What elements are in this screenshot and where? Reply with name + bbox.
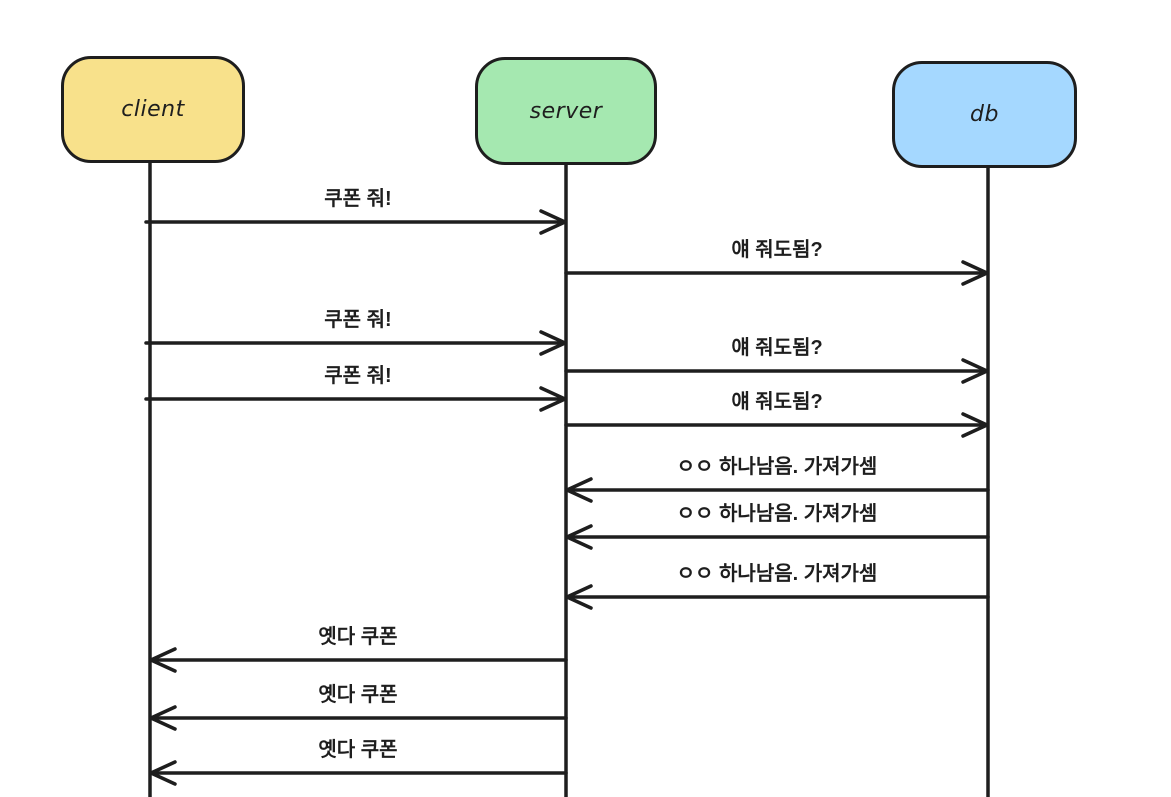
- message-label-8: ㅇㅇ 하나남음. 가져가셈: [676, 503, 878, 525]
- actor-box-db: db: [892, 61, 1077, 168]
- actor-box-client: client: [61, 56, 245, 163]
- message-label-10: 옛다 쿠폰: [318, 626, 398, 648]
- message-label-9: ㅇㅇ 하나남음. 가져가셈: [676, 563, 878, 585]
- actor-label-db: db: [970, 102, 999, 127]
- message-label-2: 얘 줘도됨?: [731, 239, 823, 261]
- message-arrow-7: [565, 477, 990, 503]
- message-label-11: 옛다 쿠폰: [318, 684, 398, 706]
- actor-label-server: server: [529, 98, 603, 124]
- message-label-6: 얘 줘도됨?: [731, 391, 823, 413]
- message-label-7: ㅇㅇ 하나남음. 가져가셈: [676, 456, 878, 478]
- actor-label-client: client: [121, 97, 185, 122]
- actor-box-server: server: [475, 57, 657, 165]
- message-label-5: 쿠폰 줘!: [324, 365, 392, 387]
- message-label-4: 얘 줘도됨?: [731, 337, 823, 359]
- message-label-3: 쿠폰 줘!: [324, 309, 392, 331]
- message-arrow-11: [149, 705, 568, 731]
- message-arrow-4: [564, 358, 989, 384]
- message-arrow-5: [144, 386, 567, 412]
- message-arrow-2: [564, 260, 989, 286]
- message-arrow-9: [565, 584, 990, 610]
- message-label-12: 옛다 쿠폰: [318, 739, 398, 761]
- message-arrow-3: [144, 330, 567, 356]
- message-arrow-6: [564, 412, 989, 438]
- message-arrow-12: [149, 760, 568, 786]
- message-label-1: 쿠폰 줘!: [324, 188, 392, 210]
- message-arrow-8: [565, 524, 990, 550]
- message-arrow-1: [144, 209, 567, 235]
- message-arrow-10: [149, 647, 568, 673]
